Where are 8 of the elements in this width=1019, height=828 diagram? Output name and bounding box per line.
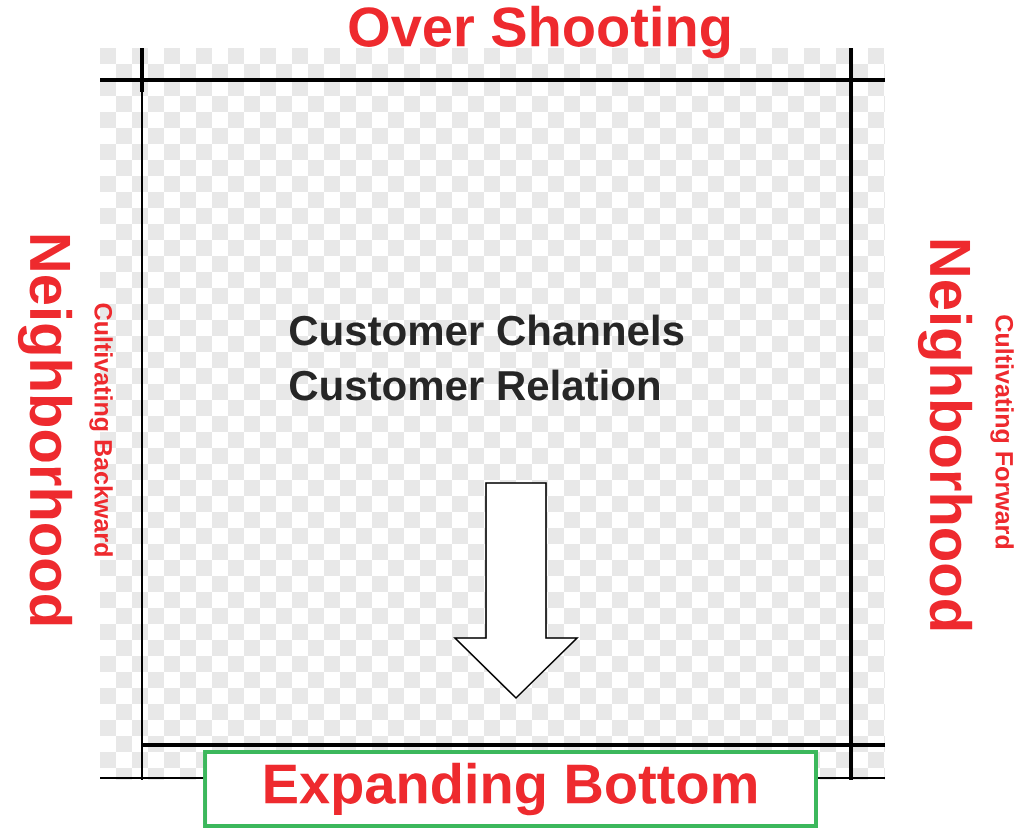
body-text: Customer Channels (290, 314, 684, 346)
side-label: Cultivating Backward (89, 303, 113, 556)
heading-box: Expanding Bottom (203, 750, 818, 828)
body-text: Customer Relation (290, 369, 659, 401)
heading-label: Over Shooting (349, 5, 730, 59)
side-label: Neighborhood (917, 240, 973, 630)
side-label: Neighborhood (17, 235, 73, 625)
side-label: Cultivating Forward (990, 315, 1014, 548)
